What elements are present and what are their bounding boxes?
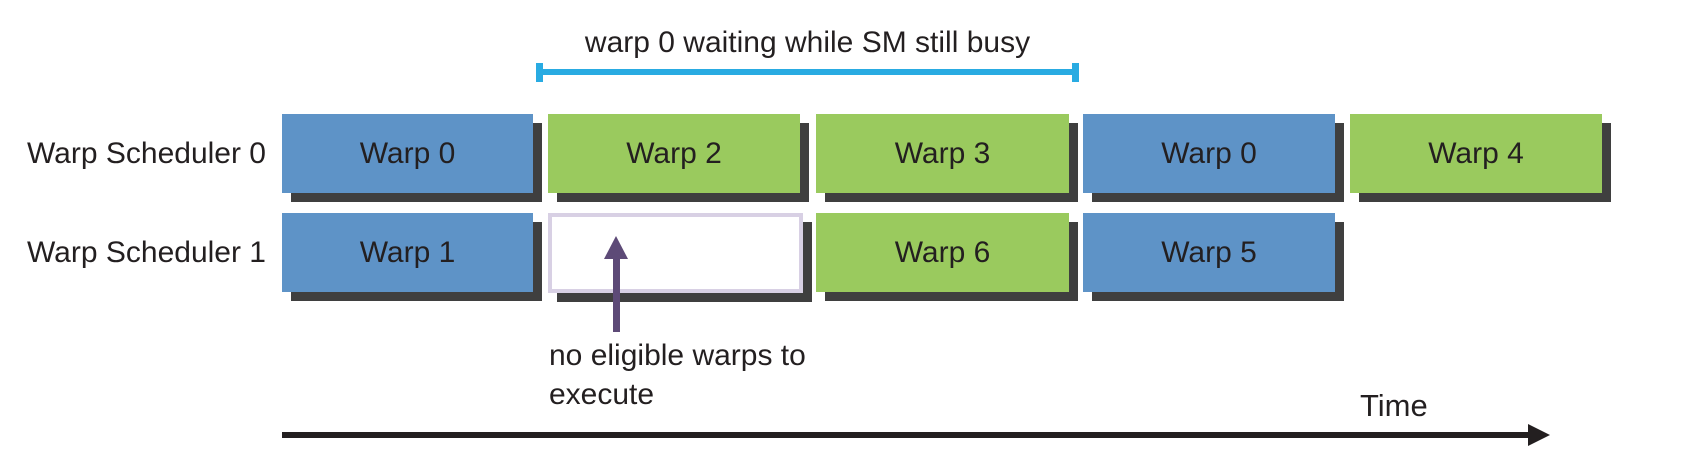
warp-block-ws0-slot1: Warp 2	[548, 114, 800, 193]
waiting-annotation-text: warp 0 waiting while SM still busy	[536, 26, 1079, 60]
time-axis-line	[282, 432, 1530, 438]
bracket-bar	[536, 69, 1079, 75]
warp-block-ws0-slot4: Warp 4	[1350, 114, 1602, 193]
empty-slot-ws1	[548, 213, 803, 293]
waiting-span-bracket	[536, 63, 1079, 82]
warp-block-ws1-slot3: Warp 5	[1083, 213, 1335, 292]
empty-slot-note: no eligible warps to execute	[549, 336, 806, 414]
warp-block-ws1-slot2: Warp 6	[816, 213, 1069, 292]
warp-block-ws0-slot3: Warp 0	[1083, 114, 1335, 193]
warp-block-ws0-slot2: Warp 3	[816, 114, 1069, 193]
time-axis-label: Time	[1360, 388, 1428, 424]
empty-slot-note-line1: no eligible warps to	[549, 336, 806, 375]
empty-slot-note-line2: execute	[549, 375, 806, 414]
warp-block-ws1-slot0: Warp 1	[282, 213, 533, 292]
warp-block-ws0-slot0: Warp 0	[282, 114, 533, 193]
empty-slot-arrow-shaft	[613, 256, 620, 332]
row-label-warp-scheduler-0: Warp Scheduler 0	[0, 114, 266, 193]
row-label-warp-scheduler-1: Warp Scheduler 1	[0, 213, 266, 292]
time-axis-arrow-icon	[1528, 424, 1550, 446]
bracket-right-tick	[1072, 63, 1079, 82]
